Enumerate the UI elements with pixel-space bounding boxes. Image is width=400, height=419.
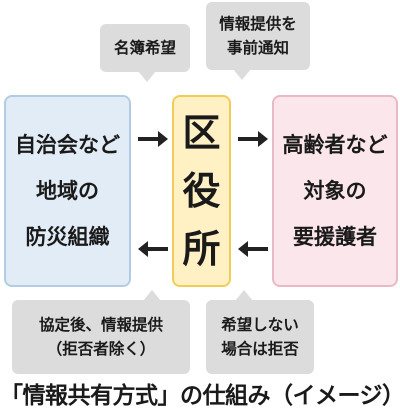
- bubble-tail: [138, 71, 156, 82]
- arrow-right-icon: [238, 131, 268, 147]
- bubble-text: 協定後、情報提供: [38, 316, 163, 334]
- bubble-text: 情報提供を: [219, 15, 297, 33]
- bubble-prior-notice: 情報提供を 事前通知: [206, 2, 310, 80]
- box-text: 自治会など: [15, 133, 120, 157]
- diagram-caption: 「情報共有方式」の仕組み（イメージ）: [0, 383, 400, 409]
- bubble-tail: [235, 290, 253, 301]
- box-text: 役: [182, 169, 221, 213]
- box-text: 区: [182, 111, 221, 155]
- bubble-info-after-agreement: 協定後、情報提供 （拒否者除く）: [12, 290, 190, 374]
- box-text: 所: [182, 227, 221, 271]
- box-community-disaster-org: 自治会など 地域の 防災組織: [4, 95, 131, 287]
- box-text: 防災組織: [25, 225, 110, 249]
- box-text: 要援護者: [293, 225, 377, 249]
- bubble-text: （拒否者除く）: [46, 340, 156, 358]
- bubble-text: 名簿希望: [113, 39, 176, 57]
- box-people-needing-support: 高齢者など 対象の 要援護者: [272, 95, 398, 287]
- bubble-text: 希望しない: [221, 316, 299, 334]
- bubble-tail: [143, 290, 161, 301]
- arrow-left-icon: [238, 241, 268, 257]
- bubble-text: 場合は拒否: [221, 340, 299, 358]
- bubble-tail: [233, 69, 251, 80]
- bubble-roster-request: 名簿希望: [100, 24, 190, 82]
- arrow-left-icon: [138, 241, 168, 257]
- box-text: 地域の: [36, 179, 99, 203]
- bubble-text: 事前通知: [226, 39, 289, 57]
- bubble-refuse-if-unwanted: 希望しない 場合は拒否: [206, 290, 314, 374]
- box-ward-office: 区 役 所: [172, 95, 231, 287]
- box-text: 対象の: [303, 179, 367, 203]
- arrow-right-icon: [138, 131, 168, 147]
- box-text: 高齢者など: [282, 133, 388, 157]
